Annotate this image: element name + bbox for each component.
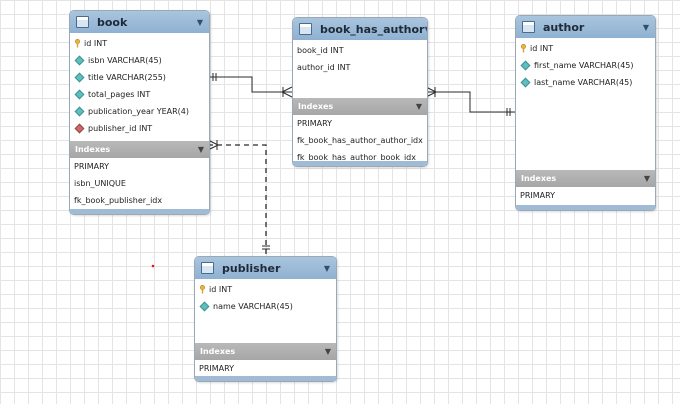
- column-diamond-icon: [520, 60, 531, 71]
- many-marker: [281, 86, 293, 93]
- table-author[interactable]: author ▼ id INT first_name VARCHAR(45) l…: [515, 15, 656, 211]
- primary-key-icon: [200, 285, 205, 294]
- column-name: author_id INT: [297, 63, 351, 72]
- index-row[interactable]: isbn_UNIQUE: [74, 179, 126, 188]
- column-name: publisher_id INT: [88, 124, 153, 133]
- collapse-triangle-icon[interactable]: ▼: [196, 17, 203, 27]
- column-row[interactable]: isbn VARCHAR(45): [70, 52, 209, 69]
- column-name: publication_year YEAR(4): [88, 107, 189, 116]
- column-row[interactable]: name VARCHAR(45): [195, 298, 336, 315]
- indexes-title: Indexes: [200, 347, 236, 356]
- table-book[interactable]: book ▼ id INT isbn VARCHAR(45) title VAR…: [69, 10, 210, 215]
- many-marker: [281, 91, 293, 98]
- column-name: book_id INT: [297, 46, 344, 55]
- column-row[interactable]: author_id INT: [293, 59, 427, 76]
- indexes-header[interactable]: Indexes ▼: [516, 170, 655, 187]
- table-header[interactable]: book_has_author ▼: [293, 18, 427, 40]
- collapse-triangle-icon[interactable]: ▼: [643, 174, 650, 183]
- collapse-triangle-icon[interactable]: ▼: [424, 25, 427, 34]
- rel-publisher-book[interactable]: [207, 139, 270, 256]
- column-name: title VARCHAR(255): [88, 73, 166, 82]
- column-diamond-icon: [74, 55, 85, 66]
- column-diamond-icon: [74, 89, 85, 100]
- table-icon: [299, 23, 312, 35]
- index-row[interactable]: PRIMARY: [520, 191, 556, 200]
- table-header[interactable]: publisher ▼: [195, 257, 336, 279]
- column-row[interactable]: publication_year YEAR(4): [70, 103, 209, 120]
- table-icon: [201, 262, 214, 274]
- collapse-triangle-icon[interactable]: ▼: [323, 263, 330, 273]
- table-title: book_has_author: [320, 22, 425, 36]
- index-row[interactable]: PRIMARY: [199, 364, 235, 373]
- column-diamond-icon: [74, 72, 85, 83]
- rel-line: [208, 144, 267, 256]
- table-icon: [522, 21, 535, 33]
- index-row[interactable]: fk_book_publisher_idx: [74, 196, 163, 205]
- table-header[interactable]: author ▼: [516, 16, 655, 38]
- table-footer: [195, 376, 336, 381]
- table-title: book: [97, 15, 128, 29]
- table-publisher[interactable]: publisher ▼ id INT name VARCHAR(45) Inde…: [194, 256, 337, 382]
- primary-key-icon: [75, 39, 80, 48]
- column-name: first_name VARCHAR(45): [534, 61, 634, 70]
- collapse-triangle-icon[interactable]: ▼: [415, 102, 422, 111]
- rel-author-book-has-author[interactable]: [425, 86, 515, 116]
- column-name: last_name VARCHAR(45): [534, 78, 633, 87]
- column-row[interactable]: id INT: [516, 40, 655, 57]
- indexes-title: Indexes: [75, 145, 111, 154]
- column-name: total_pages INT: [88, 90, 151, 99]
- column-diamond-icon: [520, 77, 531, 88]
- indexes-title: Indexes: [298, 102, 334, 111]
- table-book-has-author[interactable]: book_has_author ▼ book_id INT author_id …: [292, 17, 428, 167]
- column-name: isbn VARCHAR(45): [88, 56, 162, 65]
- collapse-triangle-icon[interactable]: ▼: [197, 145, 204, 154]
- indexes-header[interactable]: Indexes ▼: [70, 141, 209, 158]
- indexes-title: Indexes: [521, 174, 557, 183]
- column-list: book_id INT author_id INT: [293, 40, 427, 98]
- table-header[interactable]: book ▼: [70, 11, 209, 33]
- primary-key-icon: [521, 44, 526, 53]
- index-row[interactable]: PRIMARY: [297, 119, 333, 128]
- index-row[interactable]: fk_book_has_author_book_idx: [297, 153, 416, 162]
- column-list: id INT first_name VARCHAR(45) last_name …: [516, 38, 655, 170]
- indexes-header[interactable]: Indexes ▼: [293, 98, 427, 115]
- foreign-key-diamond-icon: [74, 123, 85, 134]
- rel-line: [208, 76, 292, 93]
- column-list: id INT name VARCHAR(45): [195, 279, 336, 343]
- column-row[interactable]: first_name VARCHAR(45): [516, 57, 655, 74]
- column-row[interactable]: last_name VARCHAR(45): [516, 74, 655, 91]
- index-row[interactable]: PRIMARY: [74, 162, 110, 171]
- rel-line: [426, 91, 515, 113]
- column-diamond-icon: [199, 301, 210, 312]
- collapse-triangle-icon[interactable]: ▼: [642, 22, 649, 32]
- table-title: publisher: [222, 261, 281, 275]
- stray-red-dot: [151, 264, 155, 268]
- table-footer: [70, 209, 209, 214]
- column-row[interactable]: title VARCHAR(255): [70, 69, 209, 86]
- column-diamond-icon: [74, 106, 85, 117]
- index-row[interactable]: fk_book_has_author_author_idx: [297, 136, 423, 145]
- column-row[interactable]: id INT: [195, 281, 336, 298]
- table-footer: [293, 161, 427, 166]
- column-name: id INT: [84, 39, 108, 48]
- table-footer: [516, 205, 655, 210]
- indexes-header[interactable]: Indexes ▼: [195, 343, 336, 360]
- collapse-triangle-icon[interactable]: ▼: [324, 347, 331, 356]
- table-title: author: [543, 20, 585, 34]
- column-name: id INT: [209, 285, 233, 294]
- column-row[interactable]: id INT: [70, 35, 209, 52]
- column-list: id INT isbn VARCHAR(45) title VARCHAR(25…: [70, 33, 209, 141]
- column-row[interactable]: publisher_id INT: [70, 120, 209, 137]
- column-name: id INT: [530, 44, 554, 53]
- column-name: name VARCHAR(45): [213, 302, 293, 311]
- rel-book-book-has-author[interactable]: [208, 73, 293, 98]
- column-row[interactable]: book_id INT: [293, 42, 427, 59]
- table-icon: [76, 16, 89, 28]
- column-row[interactable]: total_pages INT: [70, 86, 209, 103]
